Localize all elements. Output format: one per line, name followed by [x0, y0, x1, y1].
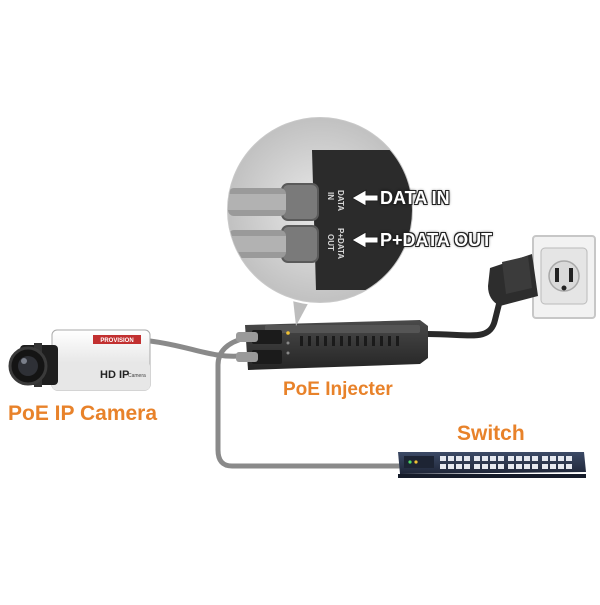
- data-out-arrow: [350, 231, 379, 249]
- camera-to-injector-cable: [147, 338, 243, 359]
- port-label-bottom-line2: OUT: [326, 234, 335, 251]
- ip-camera: PROVISION HD IP Camera: [8, 329, 151, 391]
- camera-model-text: HD IP: [100, 369, 129, 381]
- data-in-callout: DATA IN: [380, 188, 450, 208]
- poe-injector: [236, 320, 428, 370]
- cables: [147, 297, 503, 469]
- data-in-arrow: [350, 189, 379, 207]
- camera-model-suffix-text: Camera: [128, 373, 146, 379]
- port-label-top-line2: IN: [326, 192, 335, 200]
- camera-brand-text: PROVISION: [100, 338, 133, 344]
- injector-label: PoE Injecter: [283, 379, 393, 400]
- network-switch: [398, 452, 586, 478]
- wall-outlet: [532, 235, 596, 319]
- power-cable: [425, 297, 503, 339]
- power-plug: [488, 254, 538, 306]
- data-out-callout: P+DATA OUT: [380, 230, 493, 250]
- port-label-bottom-line1: P+DATA: [336, 228, 345, 259]
- zoom-bubble: DATA IN P+DATA OUT: [225, 115, 415, 305]
- switch-label: Switch: [457, 422, 525, 445]
- switch-to-injector-cable: [215, 335, 408, 469]
- camera-label: PoE IP Camera: [8, 402, 158, 425]
- port-label-top-line1: DATA: [336, 190, 345, 211]
